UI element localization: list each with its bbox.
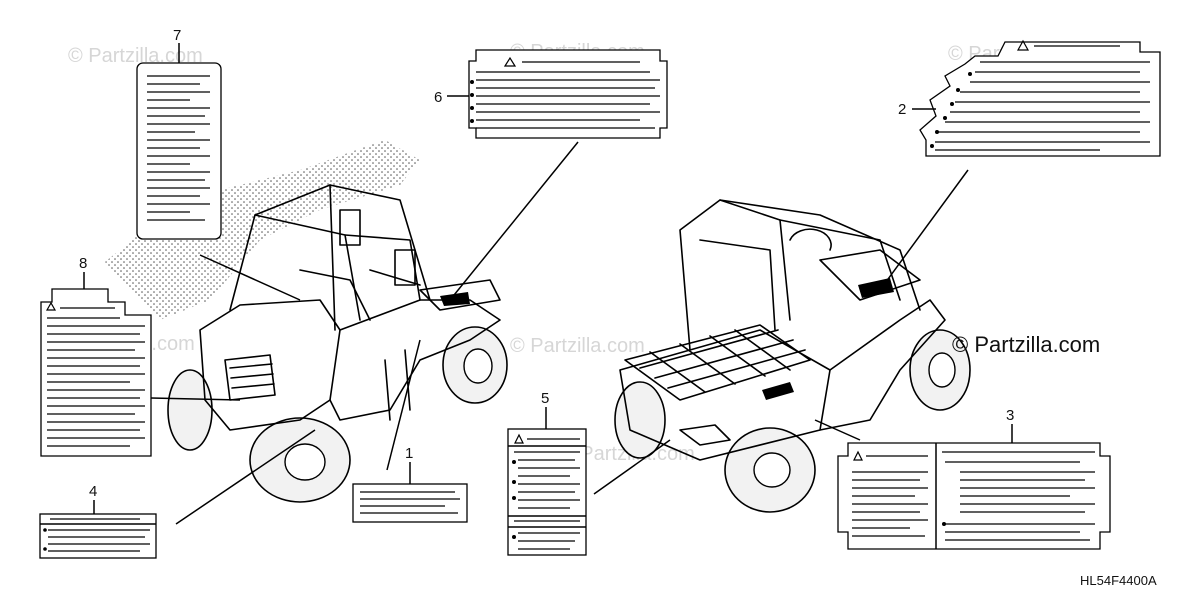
cage-right-inner — [699, 239, 776, 331]
partzilla-watermark: © Partzilla.com — [952, 332, 1100, 357]
shading-area — [105, 140, 420, 320]
callout-8: 8 — [79, 255, 87, 272]
label-3-bullet — [942, 522, 946, 526]
seat-back-1 — [339, 209, 361, 246]
leader-7-to-vehicle — [199, 254, 301, 301]
label-5-dividers — [508, 445, 586, 528]
label-1-text-lines — [360, 491, 460, 514]
leader-3-to-vehicle — [814, 419, 861, 441]
leader-1-to-vehicle — [386, 339, 421, 471]
label-location-6 — [440, 292, 470, 306]
drivetrain — [679, 424, 731, 446]
callout-6: 6 — [434, 89, 442, 106]
label-1 — [352, 483, 468, 523]
rack-cross — [639, 329, 806, 389]
right-vehicle — [614, 199, 971, 513]
cage-right-mid — [779, 219, 901, 301]
label-5-bullets — [512, 460, 516, 539]
label-location-2 — [858, 278, 894, 298]
far-front-tire — [167, 369, 213, 451]
rear-bed — [419, 279, 501, 311]
front-right-hub — [928, 352, 956, 388]
leader-2-to-vehicle — [879, 169, 969, 291]
cargo-rack — [624, 324, 811, 401]
label-3-warning-icon — [853, 450, 863, 461]
leader-5-to-vehicle — [593, 439, 671, 495]
label-8-text-lines — [47, 307, 145, 447]
callout-7: 7 — [173, 27, 181, 44]
callout-3: 3 — [1006, 407, 1014, 424]
label-3-left-lines — [852, 455, 928, 537]
cage-right-top — [719, 199, 921, 311]
cage-right-rear — [679, 199, 791, 351]
label-2-outline — [919, 41, 1161, 157]
label-6 — [468, 49, 668, 139]
diagram-code: HL54F4400A — [1080, 573, 1157, 588]
cage-rear — [344, 234, 421, 301]
label-8 — [40, 288, 152, 457]
front-body — [199, 299, 341, 431]
leader-6-to-vehicle — [449, 141, 579, 301]
label-8-warning-icon — [45, 301, 57, 311]
rear-left-hub — [753, 452, 791, 488]
side-body-right — [819, 299, 946, 431]
label-4 — [39, 513, 157, 559]
label-7 — [136, 62, 222, 240]
label-4-text-lines — [48, 518, 150, 552]
callout-5: 5 — [541, 390, 549, 407]
watermark-middle: © Partzilla.com — [510, 335, 645, 357]
label-3-right-lines — [942, 451, 1095, 541]
dashboard — [819, 249, 921, 301]
label-5-warning-icon — [514, 433, 524, 444]
label-4-bullets — [43, 528, 47, 551]
rear-right-tire — [614, 381, 666, 459]
label-2-text-lines — [935, 45, 1150, 151]
label-2 — [919, 39, 1161, 157]
callout-1: 1 — [405, 445, 413, 462]
label-2-bullets — [930, 72, 972, 148]
cage-front — [229, 184, 336, 331]
door-edge — [384, 349, 411, 421]
label-6-bullets — [470, 80, 474, 123]
label-7-text-lines — [147, 75, 210, 221]
front-hub — [284, 443, 326, 481]
steering-wheel — [789, 228, 832, 251]
label-6-outline — [468, 49, 668, 139]
label-3 — [837, 442, 1111, 550]
leader-lines — [83, 43, 1013, 525]
label-2-warning-icon — [1016, 39, 1030, 51]
cage-top — [329, 184, 431, 301]
rack-bars — [649, 329, 791, 393]
watermark-top-left: © Partzilla.com — [68, 45, 203, 67]
label-1-outline — [352, 483, 468, 523]
grille-bars — [229, 363, 275, 389]
label-8-outline — [40, 288, 152, 457]
side-body — [329, 299, 501, 421]
label-5 — [507, 428, 587, 556]
leader-8-to-vehicle — [150, 397, 241, 401]
left-vehicle — [105, 140, 508, 503]
grille — [224, 354, 276, 401]
callout-2: 2 — [898, 101, 906, 118]
seats — [299, 269, 421, 321]
seat-back-2 — [394, 249, 416, 286]
leader-4-to-vehicle — [175, 429, 316, 525]
label-5-text-lines — [514, 438, 580, 550]
label-6-text-lines — [476, 61, 660, 129]
watermark-bottom: © Partzilla.com — [560, 443, 695, 465]
rear-hub — [463, 348, 493, 384]
callout-4: 4 — [89, 483, 97, 500]
label-location-rear — [762, 382, 794, 400]
label-6-warning-icon — [503, 56, 517, 67]
